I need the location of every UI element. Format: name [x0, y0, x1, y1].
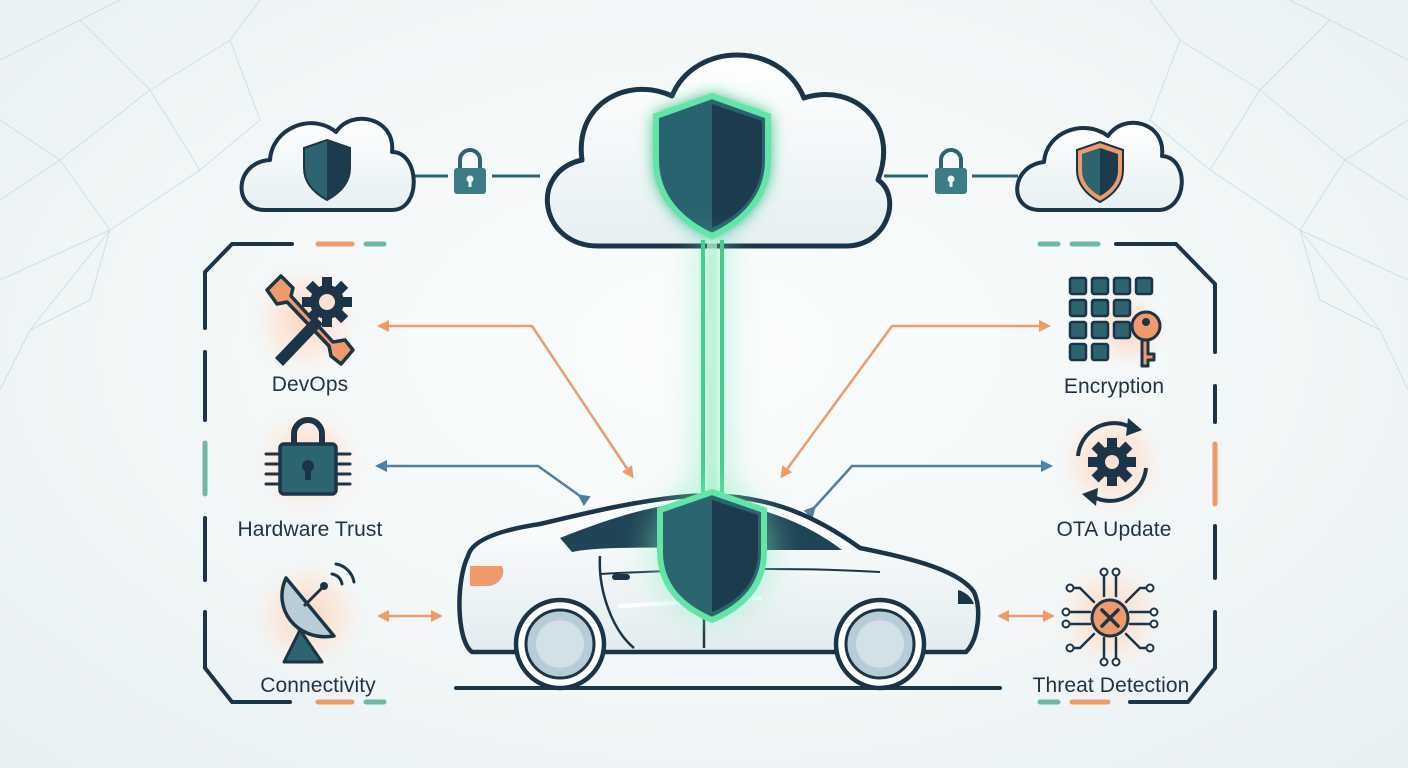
- satellite-dish-icon: [250, 558, 366, 674]
- label-threat-detection: Threat Detection: [1032, 674, 1190, 697]
- gear-cycle-icon: [1056, 406, 1168, 518]
- circuit-x-icon: [1054, 560, 1166, 672]
- cloud-shield-icon: [239, 116, 416, 212]
- cloud-shield-icon: [544, 52, 893, 249]
- label-hardware-trust: Hardware Trust: [237, 518, 383, 541]
- shield-icon: [648, 482, 776, 624]
- keypad-key-icon: [1068, 276, 1168, 370]
- right-bracket: [1114, 242, 1217, 704]
- connector-arrows: [375, 320, 1055, 622]
- label-encryption: Encryption: [1063, 375, 1165, 398]
- left-bracket: [203, 242, 294, 704]
- secure-beam: [692, 238, 732, 500]
- label-devops: DevOps: [271, 373, 349, 396]
- label-connectivity: Connectivity: [260, 674, 376, 697]
- wrench-gear-icon: [249, 264, 361, 376]
- right-bracket-accents: [1037, 241, 1218, 705]
- padlock-icon: [454, 148, 486, 194]
- label-ota-update: OTA Update: [1056, 518, 1172, 541]
- cloud-shield-icon: [1015, 120, 1184, 212]
- left-bracket-accents: [202, 241, 387, 705]
- background-mesh: [0, 0, 1408, 391]
- chip-lock-icon: [252, 406, 364, 518]
- padlock-icon: [935, 148, 967, 194]
